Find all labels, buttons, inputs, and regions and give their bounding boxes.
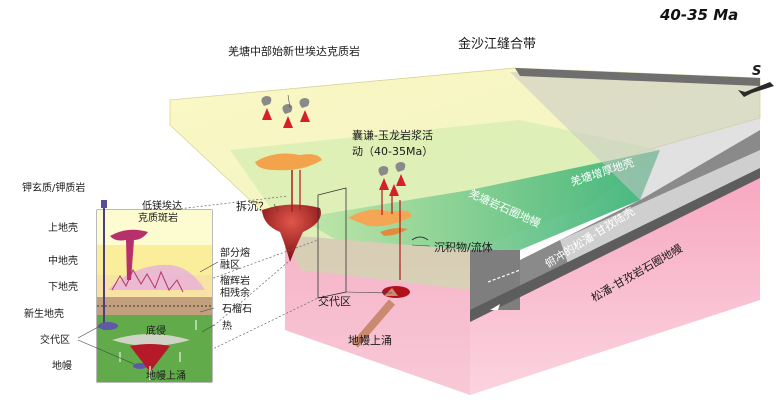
- mantle-right-face: [470, 175, 760, 395]
- metasomatic-zone-blob: [382, 286, 410, 298]
- inset-mantle-label: 地幔: [52, 359, 72, 372]
- deep-melt-pool: [380, 228, 408, 236]
- leader-metasomatic: [345, 291, 393, 294]
- front-green-veil: [285, 235, 470, 290]
- subduction-arrow: [490, 304, 500, 310]
- nangqian-magma-chamber: [255, 153, 322, 171]
- upwelling-arrow-shaft: [351, 299, 396, 348]
- middle-melt-pool: [348, 209, 412, 227]
- inset-adakite-label-1: 低镁埃达: [142, 199, 182, 212]
- inset-underplating-label: 底侵: [146, 324, 166, 337]
- inset-upwelling-label: 地幔上涌: [146, 369, 186, 382]
- delamination-label: 拆沉？: [236, 199, 269, 213]
- inset-k-rocks-label: 钾玄质/钾质岩: [22, 181, 85, 194]
- subduction-guide: [487, 269, 521, 283]
- front-dark-line: [470, 168, 760, 322]
- adakite-label: 羌塘中部始新世埃达克质岩: [228, 44, 360, 58]
- suture-slope: [510, 72, 760, 200]
- inset-partial-melt-label-2: 融区: [220, 259, 240, 271]
- volcano-group-nangqian: [378, 162, 406, 196]
- leader-adakite: [287, 94, 291, 109]
- inset-residue-label-2: 相残余: [220, 286, 250, 299]
- inset-upper-crust-label: 上地壳: [48, 221, 78, 234]
- sediments-label: 沉积物/流体: [434, 240, 493, 254]
- inset-partial-melt-label-1: 部分熔: [220, 246, 250, 259]
- inset-middle-crust-label: 中地壳: [48, 254, 78, 267]
- suture-edge: [515, 68, 760, 86]
- inset-panel: [96, 200, 213, 383]
- inset-leaders: [77, 261, 219, 365]
- magmatism-label-line2: 动（40-35Ma）: [352, 145, 433, 158]
- delamination-drip: [262, 204, 321, 262]
- metasomatic-label: 交代区: [318, 294, 351, 308]
- upwelling-label: 地幔上涌: [348, 334, 392, 347]
- inset-juvenile-crust-label: 新生地壳: [24, 307, 64, 320]
- leader-delamination: [273, 203, 279, 213]
- fluid-swirl: [411, 236, 429, 241]
- age-label: 40-35 Ma: [659, 6, 738, 24]
- inset-adakite-label-2: 克质斑岩: [138, 211, 178, 224]
- inset-metasomatic-label: 交代区: [40, 333, 70, 346]
- inset-lower-crust-label: 下地壳: [48, 280, 78, 293]
- upwelling-arrow-head: [384, 288, 398, 296]
- south-arrow-icon: [738, 82, 774, 97]
- suture-label: 金沙江缝合带: [458, 36, 536, 52]
- compass-label: S: [752, 64, 761, 79]
- inset-residue-label-1: 榴辉岩: [220, 274, 250, 287]
- subducted-crust-band: [560, 150, 760, 270]
- inset-heat-label: 热: [222, 319, 232, 332]
- inset-garnet-label: 石榴石: [222, 302, 252, 315]
- magmatism-label-line1: 囊谦-玉龙岩浆活: [352, 128, 433, 142]
- leader-fluids: [411, 244, 431, 247]
